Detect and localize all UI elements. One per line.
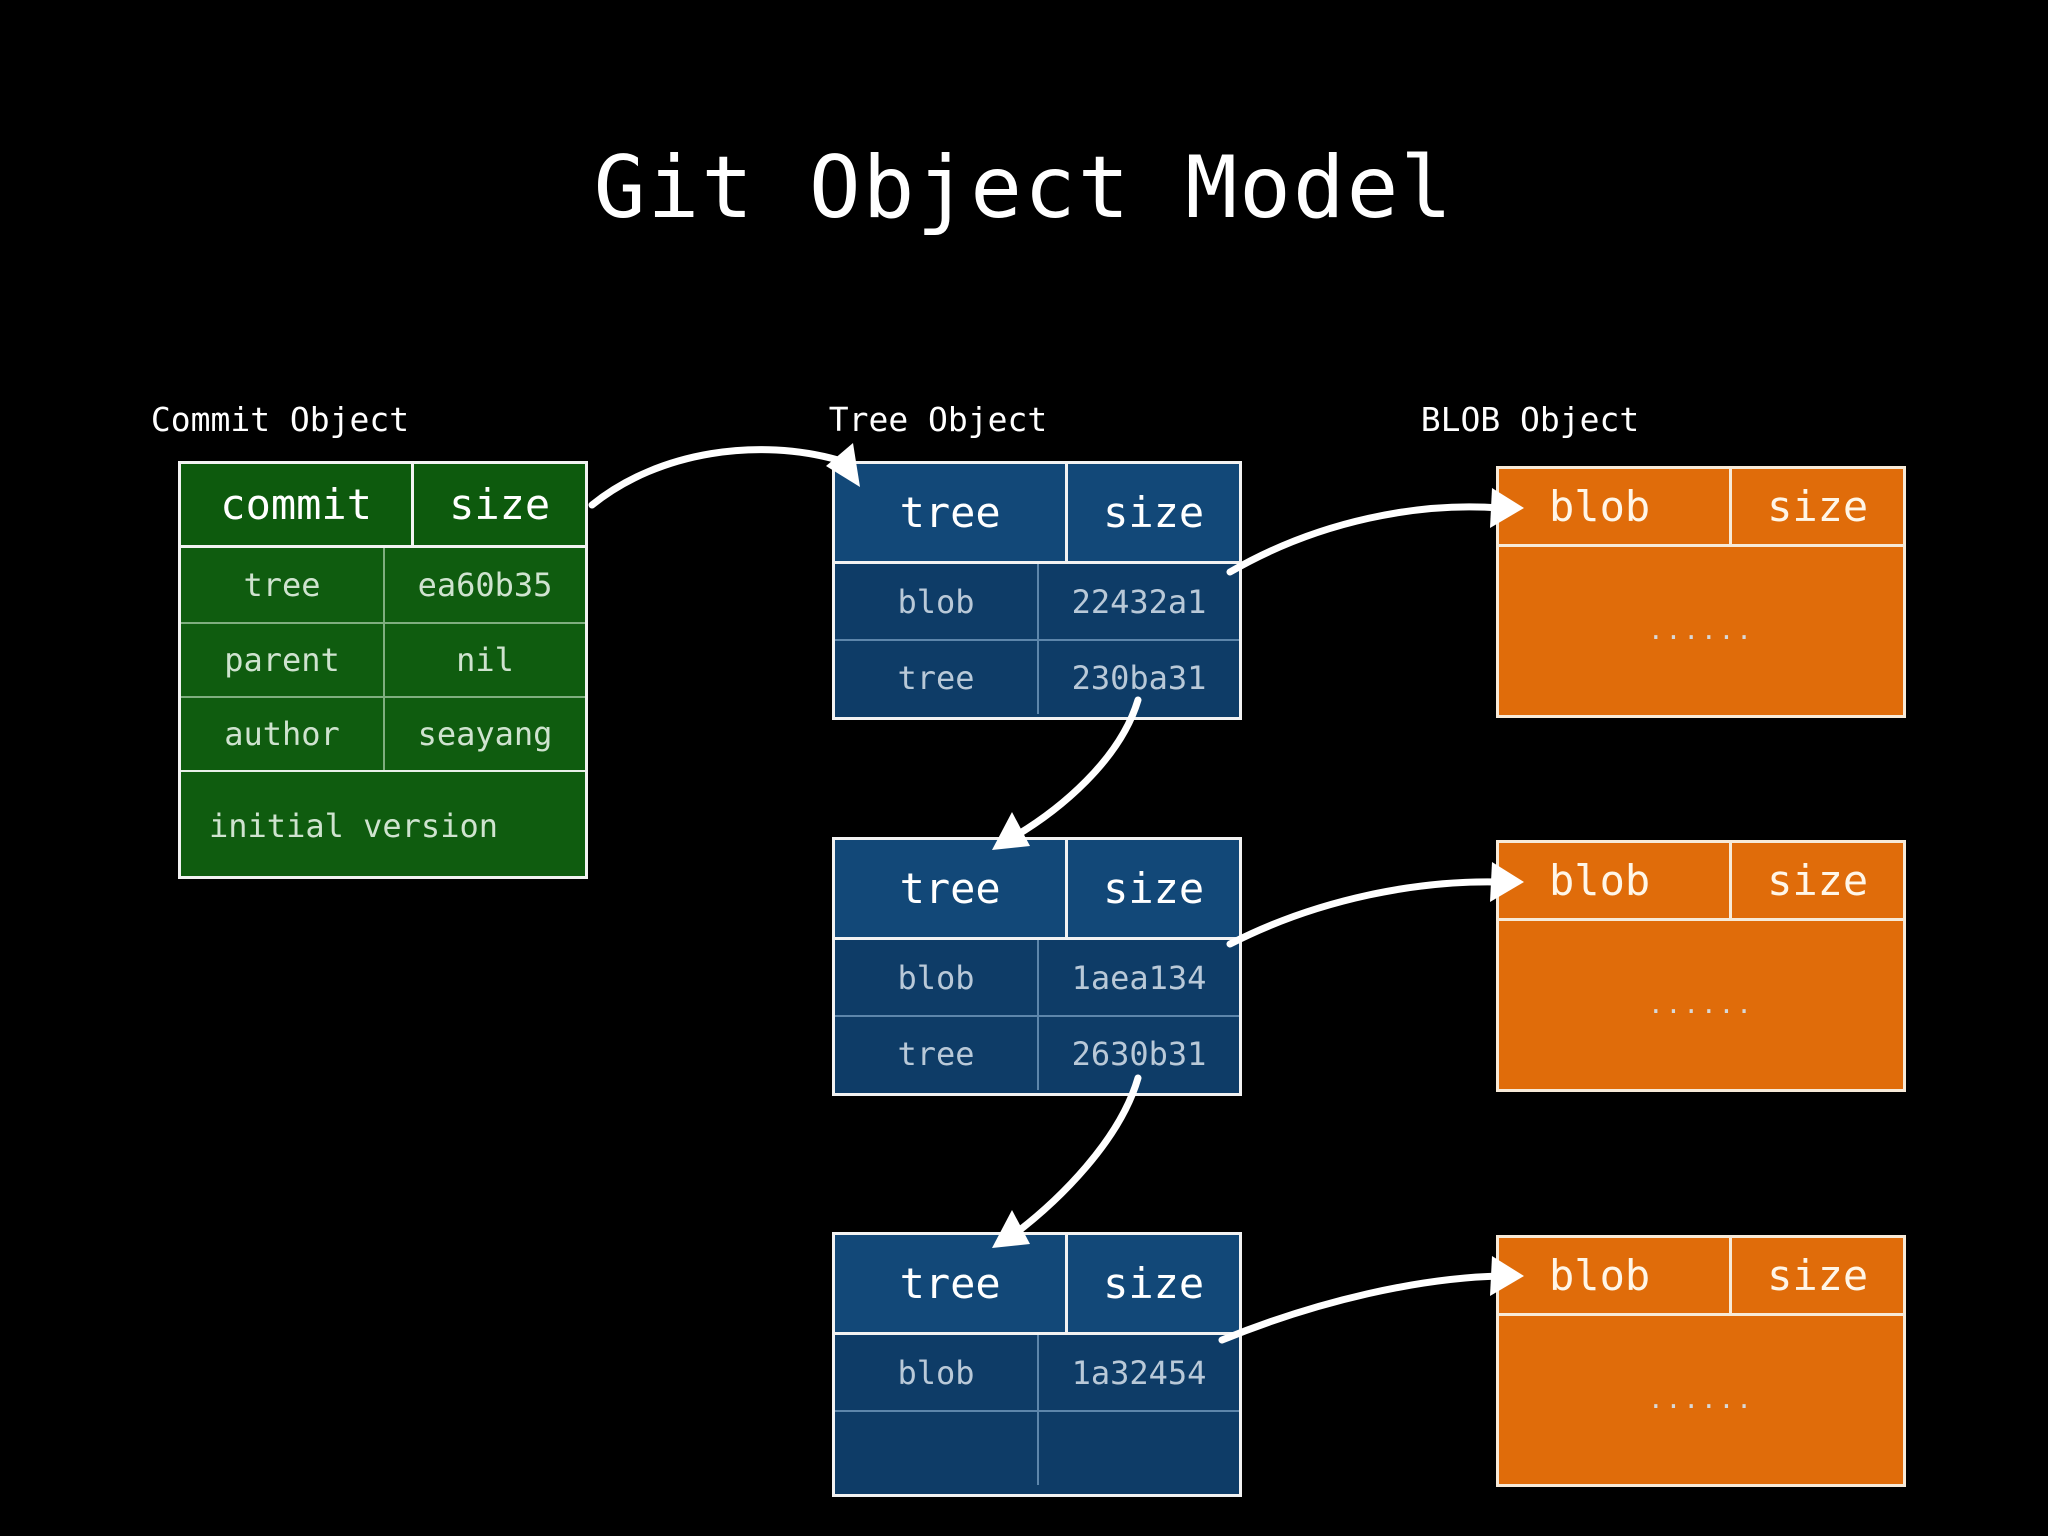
commit-rows: tree ea60b35 parent nil author seayang i… [181, 548, 585, 879]
tree-row-value: 2630b31 [1037, 1017, 1239, 1090]
commit-header-row: commit size [181, 464, 585, 548]
arrow-commit-to-tree1 [588, 443, 860, 509]
arrow-tree1-tree-to-tree2 [992, 696, 1142, 850]
commit-row-value: nil [383, 624, 585, 696]
tree-2-rows: blob 1aea134 tree 2630b31 [835, 940, 1239, 1090]
blob-type-cell: blob [1549, 482, 1651, 531]
commit-message: initial version [181, 770, 585, 879]
tree-1-tree-row: tree 230ba31 [835, 639, 1239, 714]
blob-type-cell: blob [1549, 856, 1651, 905]
table-row: parent nil [181, 622, 585, 696]
commit-size-cell: size [411, 464, 585, 545]
tree-object-card-3[interactable]: tree size blob 1a32454 [832, 1232, 1242, 1497]
blob-content-dots: ...... [1648, 1385, 1754, 1415]
tree-row-key: tree [897, 1034, 975, 1073]
tree-size-cell: size [1065, 464, 1239, 561]
tree-type-cell: tree [899, 488, 1001, 537]
commit-row-key: parent [224, 641, 340, 679]
tree-object-card-2[interactable]: tree size blob 1aea134 tree 2630b31 [832, 837, 1242, 1096]
blob-object-caption: BLOB Object [1420, 400, 1640, 439]
commit-row-value: ea60b35 [383, 548, 585, 622]
tree-row-key: tree [897, 658, 975, 697]
blob-2-body: ...... [1499, 921, 1903, 1089]
tree-3-blob-row: blob 1a32454 [835, 1335, 1239, 1410]
tree-2-header: tree size [835, 840, 1239, 940]
tree-row-key: blob [897, 1353, 975, 1392]
blob-size-cell: size [1729, 843, 1903, 918]
tree-object-caption: Tree Object [828, 400, 1048, 439]
tree-3-header: tree size [835, 1235, 1239, 1335]
blob-3-header: blob size [1499, 1238, 1903, 1316]
tree-row-value: 1aea134 [1037, 940, 1239, 1015]
arrow-tree2-blob-to-blob2 [1226, 862, 1524, 948]
blob-type-cell: blob [1549, 1251, 1651, 1300]
tree-size-cell: size [1065, 1235, 1239, 1332]
tree-row-value: 1a32454 [1037, 1335, 1239, 1410]
blob-object-card-3[interactable]: blob size ...... [1496, 1235, 1906, 1487]
table-row: tree ea60b35 [181, 548, 585, 622]
page-title: Git Object Model [593, 138, 1455, 238]
arrow-tree1-blob-to-blob1 [1226, 488, 1524, 576]
commit-object-card[interactable]: commit size tree ea60b35 parent nil auth… [178, 461, 588, 879]
tree-2-tree-row: tree 2630b31 [835, 1015, 1239, 1090]
blob-size-cell: size [1729, 1238, 1903, 1313]
blob-size-cell: size [1729, 469, 1903, 544]
blob-3-body: ...... [1499, 1316, 1903, 1484]
tree-size-cell: size [1065, 840, 1239, 937]
arrow-tree2-tree-to-tree3 [992, 1074, 1142, 1248]
table-row: author seayang [181, 696, 585, 770]
tree-1-rows: blob 22432a1 tree 230ba31 [835, 564, 1239, 714]
blob-2-header: blob size [1499, 843, 1903, 921]
tree-3-empty-row [835, 1410, 1239, 1485]
arrow-tree3-blob-to-blob3 [1218, 1256, 1524, 1344]
tree-row-value: 230ba31 [1037, 641, 1239, 714]
commit-row-value: seayang [383, 698, 585, 770]
commit-object-caption: Commit Object [150, 400, 410, 439]
tree-2-blob-row: blob 1aea134 [835, 940, 1239, 1015]
blob-1-body: ...... [1499, 547, 1903, 715]
tree-row-key [835, 1412, 1037, 1485]
tree-type-cell: tree [899, 1259, 1001, 1308]
blob-content-dots: ...... [1648, 990, 1754, 1020]
tree-row-key: blob [897, 582, 975, 621]
commit-type-cell: commit [220, 480, 372, 529]
commit-row-key: tree [243, 566, 321, 604]
tree-1-header: tree size [835, 464, 1239, 564]
tree-3-rows: blob 1a32454 [835, 1335, 1239, 1485]
blob-object-card-2[interactable]: blob size ...... [1496, 840, 1906, 1092]
tree-row-value: 22432a1 [1037, 564, 1239, 639]
blob-object-card-1[interactable]: blob size ...... [1496, 466, 1906, 718]
tree-row-key: blob [897, 958, 975, 997]
tree-1-blob-row: blob 22432a1 [835, 564, 1239, 639]
commit-row-key: author [224, 715, 340, 753]
blob-1-header: blob size [1499, 469, 1903, 547]
tree-object-card-1[interactable]: tree size blob 22432a1 tree 230ba31 [832, 461, 1242, 720]
tree-row-value [1037, 1412, 1239, 1485]
tree-type-cell: tree [899, 864, 1001, 913]
blob-content-dots: ...... [1648, 616, 1754, 646]
